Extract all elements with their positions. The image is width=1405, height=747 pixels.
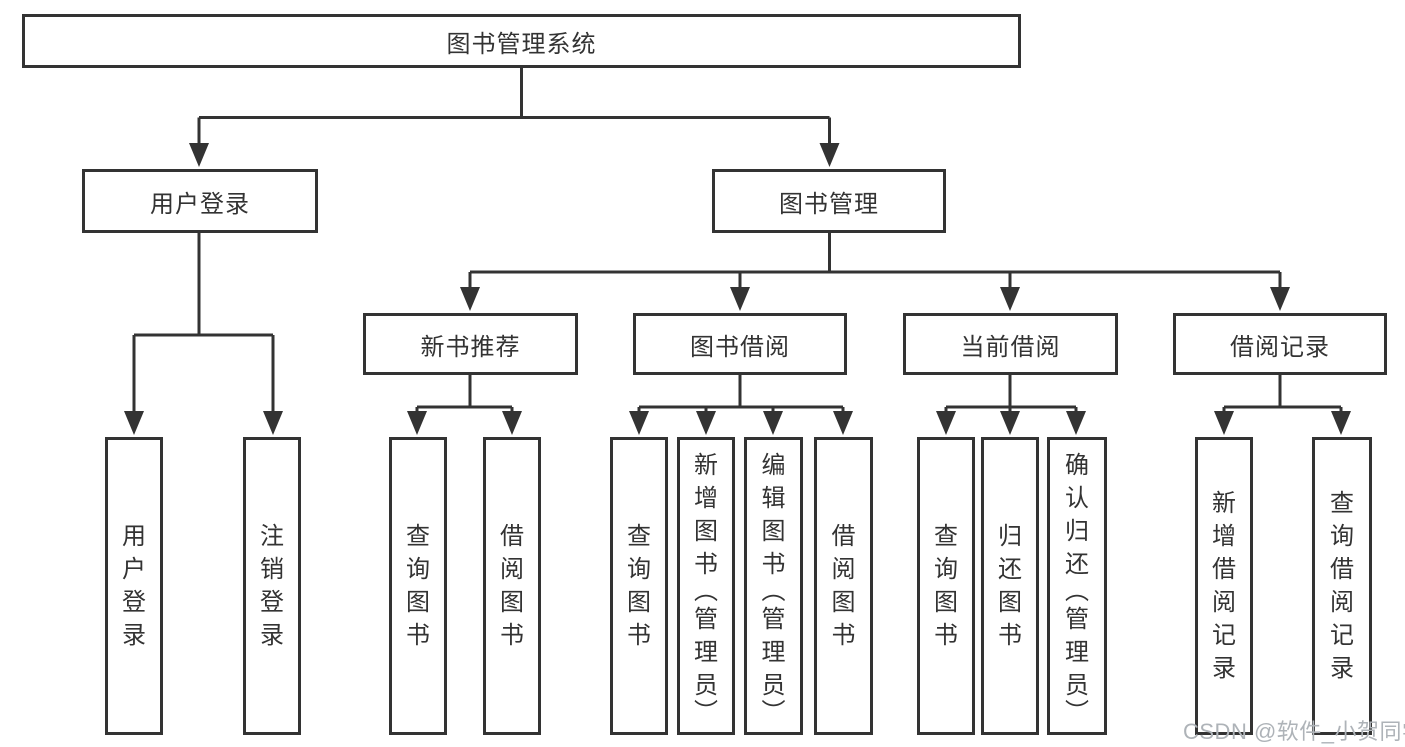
node-new-book-recommend: 新书推荐: [363, 313, 578, 375]
node-label: 归还图书: [998, 523, 1022, 649]
node-label: 借阅图书: [500, 523, 524, 649]
node-label: 图书管理: [779, 190, 879, 218]
node-label: 借阅图书: [831, 523, 856, 649]
node-user-login: 用户登录: [82, 169, 318, 233]
leaf-query-books-borrow: 查询图书: [610, 437, 668, 735]
node-label: 确认归还︵管理员︶: [1065, 451, 1089, 726]
node-label: 查询图书: [934, 523, 958, 649]
node-label: 新增借阅记录: [1212, 490, 1236, 682]
node-book-management: 图书管理: [712, 169, 946, 233]
node-current-borrow: 当前借阅: [903, 313, 1118, 375]
leaf-confirm-return-admin: 确认归还︵管理员︶: [1047, 437, 1107, 735]
watermark: CSDN @软件_小贺同学: [1183, 719, 1405, 744]
leaf-logout: 注销登录: [243, 437, 301, 735]
leaf-add-books-admin: 新增图书︵管理员︶: [677, 437, 735, 735]
node-label: 查询借阅记录: [1330, 490, 1354, 682]
node-label: 查询图书: [406, 523, 430, 649]
node-label: 图书借阅: [690, 333, 790, 361]
leaf-add-borrow-record: 新增借阅记录: [1195, 437, 1253, 735]
leaf-edit-books-admin: 编辑图书︵管理员︶: [744, 437, 803, 735]
node-label: 新增图书︵管理员︶: [694, 451, 718, 726]
node-label: 编辑图书︵管理员︶: [761, 451, 786, 726]
node-label: 图书管理系统: [446, 30, 597, 58]
node-label: 新书推荐: [420, 333, 521, 361]
leaf-borrow-books-recommend: 借阅图书: [483, 437, 541, 735]
node-label: 用户登录: [122, 523, 146, 649]
leaf-query-books-recommend: 查询图书: [389, 437, 447, 735]
node-label: 用户登录: [150, 190, 250, 218]
leaf-borrow-books: 借阅图书: [814, 437, 873, 735]
node-borrow-records: 借阅记录: [1173, 313, 1387, 375]
leaf-return-books: 归还图书: [981, 437, 1039, 735]
leaf-query-borrow-record: 查询借阅记录: [1312, 437, 1372, 735]
leaf-query-books-current: 查询图书: [917, 437, 975, 735]
node-book-borrow: 图书借阅: [633, 313, 847, 375]
node-root-system: 图书管理系统: [22, 14, 1021, 68]
node-label: 注销登录: [260, 523, 284, 649]
leaf-user-login: 用户登录: [105, 437, 163, 735]
node-label: 当前借阅: [960, 333, 1061, 361]
node-label: 查询图书: [627, 523, 651, 649]
node-label: 借阅记录: [1230, 333, 1330, 361]
